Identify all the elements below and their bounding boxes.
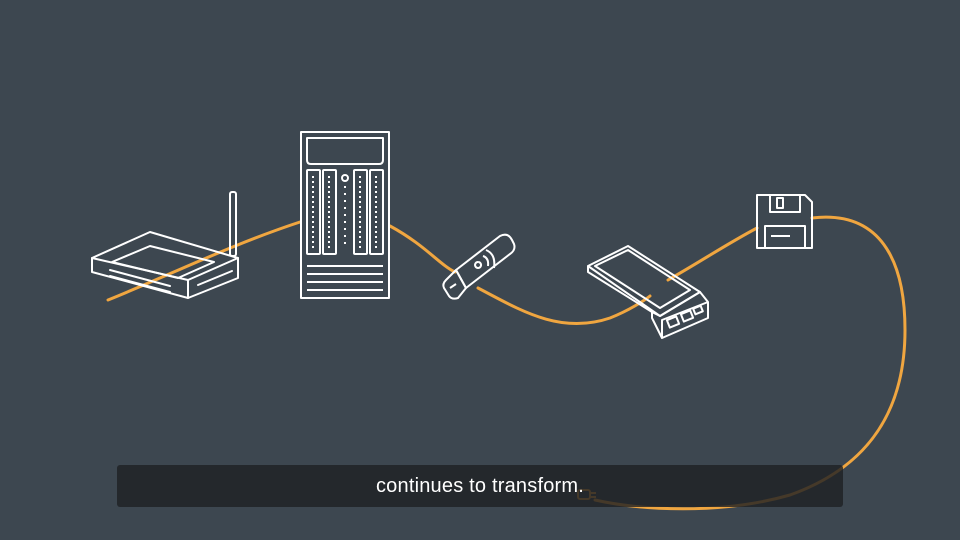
subtitle-text: continues to transform. [375, 474, 585, 497]
server-rack-icon [300, 131, 390, 299]
pc-card-icon [587, 245, 709, 339]
cable-line [106, 215, 907, 511]
floppy-disk-icon [756, 194, 813, 249]
usb-wifi-dongle-icon [442, 233, 516, 300]
subtitle-bar: continues to transform. [117, 465, 843, 507]
router-icon [91, 191, 239, 299]
